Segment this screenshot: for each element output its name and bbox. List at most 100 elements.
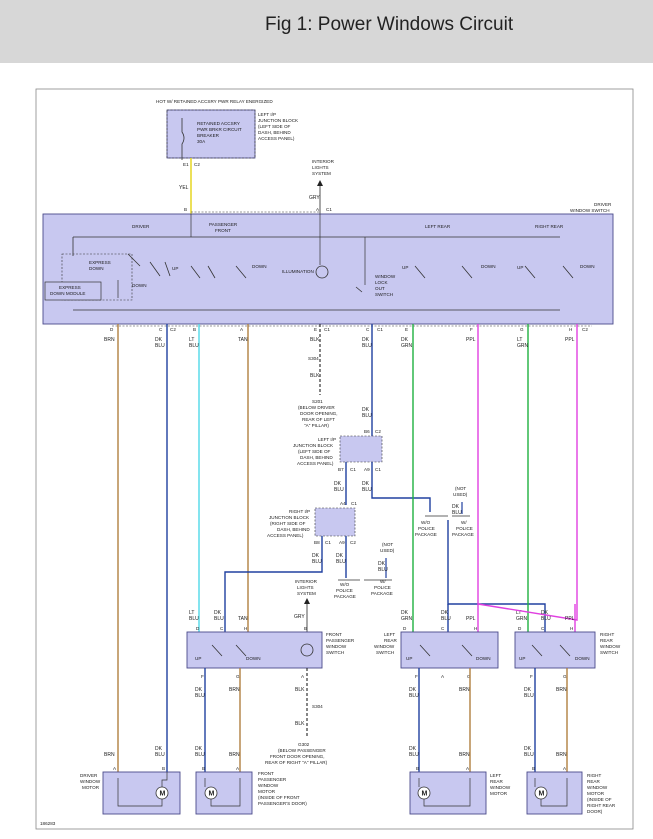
breaker-name-2: PWR BRKR CIRCUIT xyxy=(197,127,242,132)
dsw-pin-e: E xyxy=(314,327,317,332)
w-2c: PACKAGE xyxy=(371,591,393,596)
rr-down-label: DOWN xyxy=(580,264,595,269)
wl-blk-1: BLK xyxy=(310,337,320,343)
wo-1c: PACKAGE xyxy=(415,532,437,537)
rrm-label-5: (INSIDE OF xyxy=(587,797,612,802)
rrm-label-1: RIGHT xyxy=(587,773,601,778)
section-left-rear: LEFT REAR xyxy=(425,224,451,229)
lip-5: ACCESS PANEL) xyxy=(297,461,334,466)
s201-3: DOOR OPENING, xyxy=(300,411,338,416)
breaker-name-4: 30A xyxy=(197,139,206,144)
lrm-pin-b: B xyxy=(416,766,419,771)
dsw-label-2: WINDOW SWITCH xyxy=(570,208,610,213)
wl-ltblu-2b: BLU xyxy=(189,616,199,622)
lr-pin-f: F xyxy=(415,674,418,679)
wo-2b: POLICE xyxy=(336,588,353,593)
wl-dkblu-2a: DK xyxy=(155,746,163,752)
wl-dkblu-rr-a: DK xyxy=(541,610,549,616)
left-rear-window-switch xyxy=(400,631,499,669)
rr-pin-g: G xyxy=(563,674,567,679)
wl-tan-1: TAN xyxy=(238,337,248,343)
rip-pin-c2: C2 xyxy=(350,540,356,545)
wo-2a: W/O xyxy=(340,582,350,587)
breaker-name-1: RETAINED ACCSRY xyxy=(197,121,240,126)
wl-notused-2a: DK xyxy=(378,561,386,567)
rr-pin-c: C xyxy=(541,626,545,631)
lip-4: DASH, BEHIND xyxy=(300,455,333,460)
rr-up-label: UP xyxy=(517,265,523,270)
wl-ppl-d: PPL xyxy=(565,616,575,622)
wl-gry-mid: GRY xyxy=(294,614,305,620)
wl-ppl-b: PPL xyxy=(466,616,476,622)
lr-motor-m: M xyxy=(422,791,428,798)
lrm-label-4: MOTOR xyxy=(490,791,508,796)
express-down-1: EXPRESS xyxy=(89,260,111,265)
wl-lr-brn2: BRN xyxy=(459,752,470,758)
lr-label-3: WINDOW xyxy=(374,644,395,649)
dsw-pin-d: D xyxy=(110,327,114,332)
fp-pin-g: G xyxy=(236,674,240,679)
fp-label-1: FRONT xyxy=(326,632,342,637)
wl-lip-d: BLU xyxy=(362,487,372,493)
w-1a: W/ xyxy=(461,520,467,525)
wl-dkblu-l1b: BLU xyxy=(362,343,372,349)
express-module-1: EXPRESS xyxy=(59,285,81,290)
int-lights-mid-1: INTERIOR xyxy=(295,579,318,584)
wire-dkblu-rr-route xyxy=(447,520,546,632)
g302-1: G302 xyxy=(298,742,310,747)
breaker-name-3: BREAKER xyxy=(197,133,220,138)
breaker-loc-4: DASH, BEHIND xyxy=(258,130,291,135)
diagram-frame xyxy=(35,88,634,830)
lr-pin-d: D xyxy=(403,626,407,631)
lr-motor-wiring xyxy=(418,778,471,807)
wl-fp-blu: BLU xyxy=(195,693,205,699)
int-lights-mid-3: SYSTEM xyxy=(297,591,316,596)
dm-label-2: WINDOW xyxy=(80,779,101,784)
wl-rip-b: BLU xyxy=(312,559,322,565)
wl-ltgrn-d: GRN xyxy=(516,616,528,622)
dm-pin-b: B xyxy=(162,766,165,771)
fp-down: DOWN xyxy=(246,656,261,661)
fp-pin-f: F xyxy=(201,674,204,679)
wl-ppl-a: PPL xyxy=(466,337,476,343)
lip-1: LEFT I/P xyxy=(318,437,336,442)
notused-2a: (NOT xyxy=(382,542,393,547)
fp-up: UP xyxy=(195,656,201,661)
wl-notused-2b: BLU xyxy=(378,567,388,573)
notused-1b: USED) xyxy=(453,492,468,497)
wl-rip-a: DK xyxy=(312,553,320,559)
lip-pin-c1: C1 xyxy=(350,467,356,472)
section-front: FRONT xyxy=(215,228,231,233)
front-passenger-window-motor xyxy=(195,771,253,815)
wl-rip-c: DK xyxy=(336,553,344,559)
express-down-2: DOWN xyxy=(89,266,104,271)
wl-lip-b: BLU xyxy=(334,487,344,493)
figure-title: Fig 1: Power Windows Circuit xyxy=(265,14,514,35)
wl-notused-1b: BLU xyxy=(452,510,462,516)
wl-rr-dk: DK xyxy=(524,687,532,693)
lr-pin-c: C xyxy=(441,626,445,631)
wl-dkblu-1b: BLU xyxy=(155,343,165,349)
rip-1: RIGHT I/P xyxy=(289,509,310,514)
wl-ppl-c: PPL xyxy=(565,337,575,343)
wl-fp-brn2: BRN xyxy=(229,752,240,758)
lr-sw-down: DOWN xyxy=(476,656,491,661)
wl-lr-dk: DK xyxy=(409,687,417,693)
fp-label-4: SWITCH xyxy=(326,650,344,655)
rip-pin-a4: A4 xyxy=(340,501,346,506)
fp-motor-m: M xyxy=(209,791,215,798)
section-right-rear: RIGHT REAR xyxy=(535,224,564,229)
wl-notused-1a: DK xyxy=(452,504,460,510)
rrm-label-3: WINDOW xyxy=(587,785,608,790)
wo-1a: W/O xyxy=(421,520,431,525)
wire-lip-a9 xyxy=(371,462,431,512)
wl-ltgrn-b: GRN xyxy=(517,343,529,349)
wl-lip-a: DK xyxy=(334,481,342,487)
breaker-pin-c2: C2 xyxy=(194,162,200,167)
driver-down-label: DOWN xyxy=(132,283,147,288)
dsw-top-pin-b: B xyxy=(184,207,187,212)
lr-pin-a: A xyxy=(441,674,445,679)
rr-pin-d: D xyxy=(518,626,522,631)
dsw-top-pin-a: A xyxy=(316,207,320,212)
breaker-symbol-icon xyxy=(181,118,185,160)
